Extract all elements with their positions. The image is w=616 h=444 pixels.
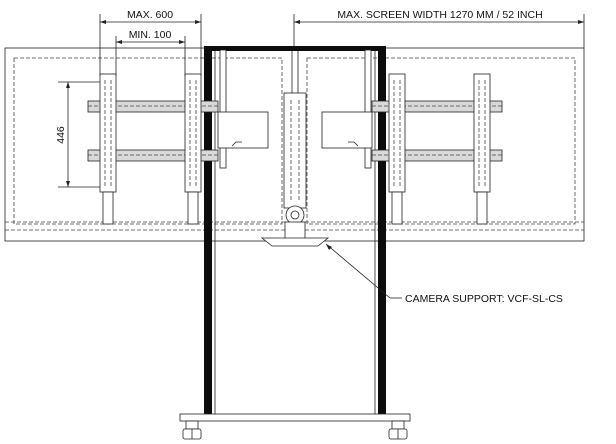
left-post — [204, 48, 212, 420]
adapter-bar-2 — [184, 73, 202, 225]
adapter-bar-1 — [99, 73, 117, 225]
mounting-rails — [87, 49, 503, 169]
adapter-bar-4 — [473, 73, 491, 225]
stand-frame — [179, 46, 411, 440]
left-caster — [182, 420, 202, 440]
dim-446: 446 — [55, 81, 100, 188]
top-crossbar — [204, 46, 386, 51]
camera-support — [260, 92, 330, 247]
dim-max-600: MAX. 600 — [99, 9, 202, 76]
max-screen-width-label: MAX. SCREEN WIDTH 1270 MM / 52 INCH — [337, 9, 542, 21]
min-spacing-label: MIN. 100 — [129, 29, 172, 41]
base-beam — [179, 413, 411, 422]
dim-min-100: MIN. 100 — [115, 29, 186, 76]
camera-support-label: CAMERA SUPPORT: VCF-SL-CS — [405, 293, 563, 305]
camera-shelf — [260, 237, 330, 247]
lower-rail-left — [87, 149, 219, 162]
upper-rail-left — [87, 100, 219, 113]
camera-column — [283, 92, 307, 209]
right-caster — [388, 420, 408, 440]
lower-rail-right — [371, 149, 503, 162]
upper-rail-right — [371, 100, 503, 113]
dim-max-screen-width: MAX. SCREEN WIDTH 1270 MM / 52 INCH — [293, 9, 585, 48]
camera-mount-knob — [285, 205, 305, 225]
max-spacing-label: MAX. 600 — [127, 9, 173, 21]
right-post — [378, 48, 386, 420]
bracket-height-label: 446 — [55, 126, 67, 144]
adapter-bar-3 — [388, 73, 406, 225]
camera-support-callout: CAMERA SUPPORT: VCF-SL-CS — [325, 243, 563, 305]
adapter-bars — [99, 73, 491, 225]
